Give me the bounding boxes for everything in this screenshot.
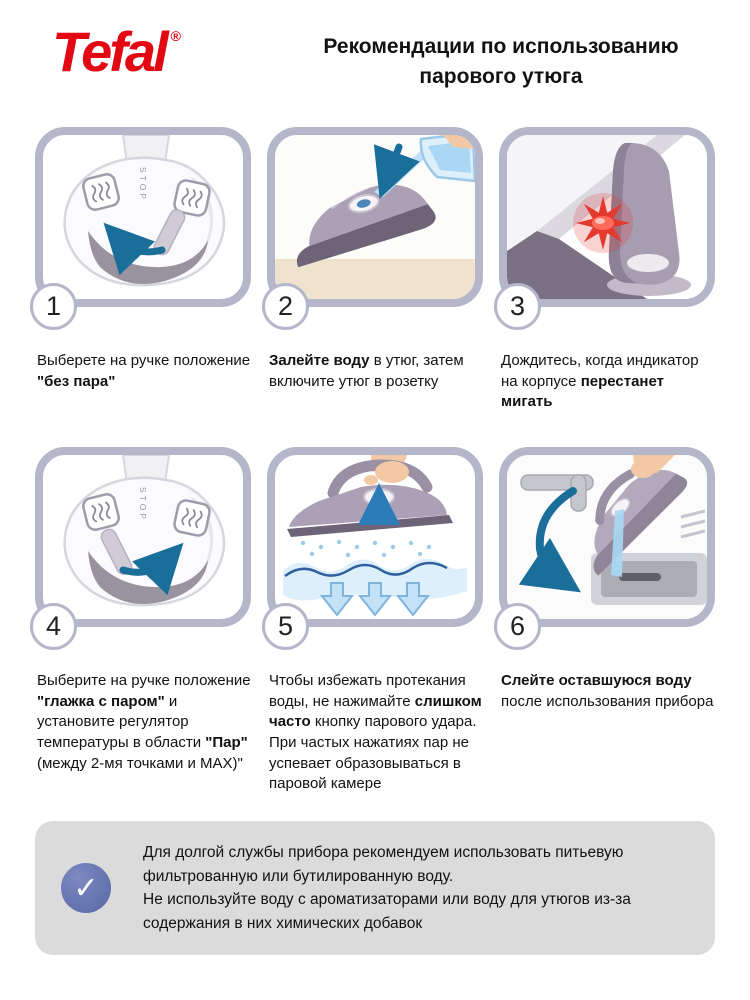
step-number-badge: 4 xyxy=(30,602,77,650)
step-4-illustration: STOP xyxy=(35,446,251,627)
footer-note: ✓ Для долгой службы прибора рекомендуем … xyxy=(35,821,715,956)
step-number: 1 xyxy=(45,290,62,321)
water-stream xyxy=(611,508,624,577)
step-card-5: 5 Чтобы избежать протекания воды, не наж… xyxy=(262,446,483,795)
steam-on-button-icon xyxy=(173,499,211,537)
brand-name: Tefal xyxy=(52,20,169,83)
selector-arrow-icon xyxy=(103,222,166,276)
checkmark-icon: ✓ xyxy=(61,863,111,914)
step-number: 4 xyxy=(45,610,62,641)
step-caption: Выберите на ручке положение "глажка с па… xyxy=(37,671,251,772)
registered-mark: ® xyxy=(170,28,181,44)
steam-selector-off-illustration: STOP xyxy=(63,134,226,287)
pour-arrow-icon xyxy=(373,143,420,199)
iron-body xyxy=(608,142,680,285)
step-number-badge: 5 xyxy=(262,602,309,650)
footer-text: Для долгой службы прибора рекомендуем ис… xyxy=(143,844,624,885)
fill-water-illustration xyxy=(275,134,475,299)
drain-water-illustration xyxy=(507,454,707,619)
step-5-illustration xyxy=(267,446,483,627)
step-number: 5 xyxy=(277,610,294,641)
drain-slot xyxy=(619,572,661,581)
steam-burst-illustration xyxy=(283,454,467,617)
stop-label: STOP xyxy=(138,487,148,522)
step-6-illustration xyxy=(499,446,715,627)
step-2-illustration xyxy=(267,126,483,307)
stop-label: STOP xyxy=(138,167,148,202)
header: Tefal® Рекомендации по использованию пар… xyxy=(0,0,750,93)
step-card-1: STOP 1 Выберете на ручке положение "без … xyxy=(30,126,251,413)
step-card-4: STOP 4 Выберите на ручке положение "глаж… xyxy=(30,446,251,795)
steps-grid: STOP 1 Выберете на ручке положение "без … xyxy=(0,126,750,795)
page-title: Рекомендации по использованию парового у… xyxy=(323,35,679,89)
drying-rack xyxy=(680,509,706,539)
selector-arrow-icon xyxy=(119,542,184,596)
step-3-illustration xyxy=(499,126,715,307)
tefal-logo: Tefal® xyxy=(52,24,292,80)
table-surface xyxy=(275,258,475,299)
iron xyxy=(296,184,436,268)
step-caption: Залейте воду в утюг, затем включите утюг… xyxy=(269,351,464,390)
water-inlet xyxy=(356,199,371,208)
step-number-badge: 2 xyxy=(262,282,309,330)
steam-off-button-icon xyxy=(82,492,120,531)
hand xyxy=(375,460,409,483)
drain-arrow-icon xyxy=(518,486,581,593)
step-1-illustration: STOP xyxy=(35,126,251,307)
steam-off-button-icon xyxy=(82,172,120,211)
step-number: 6 xyxy=(509,610,526,641)
step-number-badge: 1 xyxy=(30,282,77,330)
indicator-blinking-illustration xyxy=(507,134,707,299)
step-number: 3 xyxy=(509,290,526,321)
steam-drops xyxy=(300,539,432,558)
steam-cloud xyxy=(283,558,467,601)
steam-selector-on-illustration: STOP xyxy=(63,454,226,607)
step-caption: Слейте оставшуюся воду после использован… xyxy=(501,671,714,710)
step-number: 2 xyxy=(277,290,294,321)
step-caption: Чтобы избежать протекания воды, не нажим… xyxy=(269,671,482,793)
step-card-2: 2 Залейте воду в утюг, затем включите ут… xyxy=(262,126,483,413)
step-caption: Выберете на ручке положение "без пара" xyxy=(37,351,251,390)
steam-on-button-icon xyxy=(173,179,211,217)
soleplate xyxy=(287,514,453,537)
step-card-3: 3 Дождитесь, когда индикатор на корпусе … xyxy=(494,126,715,413)
steam-down-arrows-icon xyxy=(319,581,431,617)
step-number-badge: 3 xyxy=(494,282,541,330)
step-number-badge: 6 xyxy=(494,602,541,650)
step-caption: Дождитесь, когда индикатор на корпусе пе… xyxy=(501,351,699,411)
footer-text: Не используйте воду с ароматизаторами ил… xyxy=(143,891,631,932)
step-card-6: 6 Слейте оставшуюся воду после использов… xyxy=(494,446,715,795)
